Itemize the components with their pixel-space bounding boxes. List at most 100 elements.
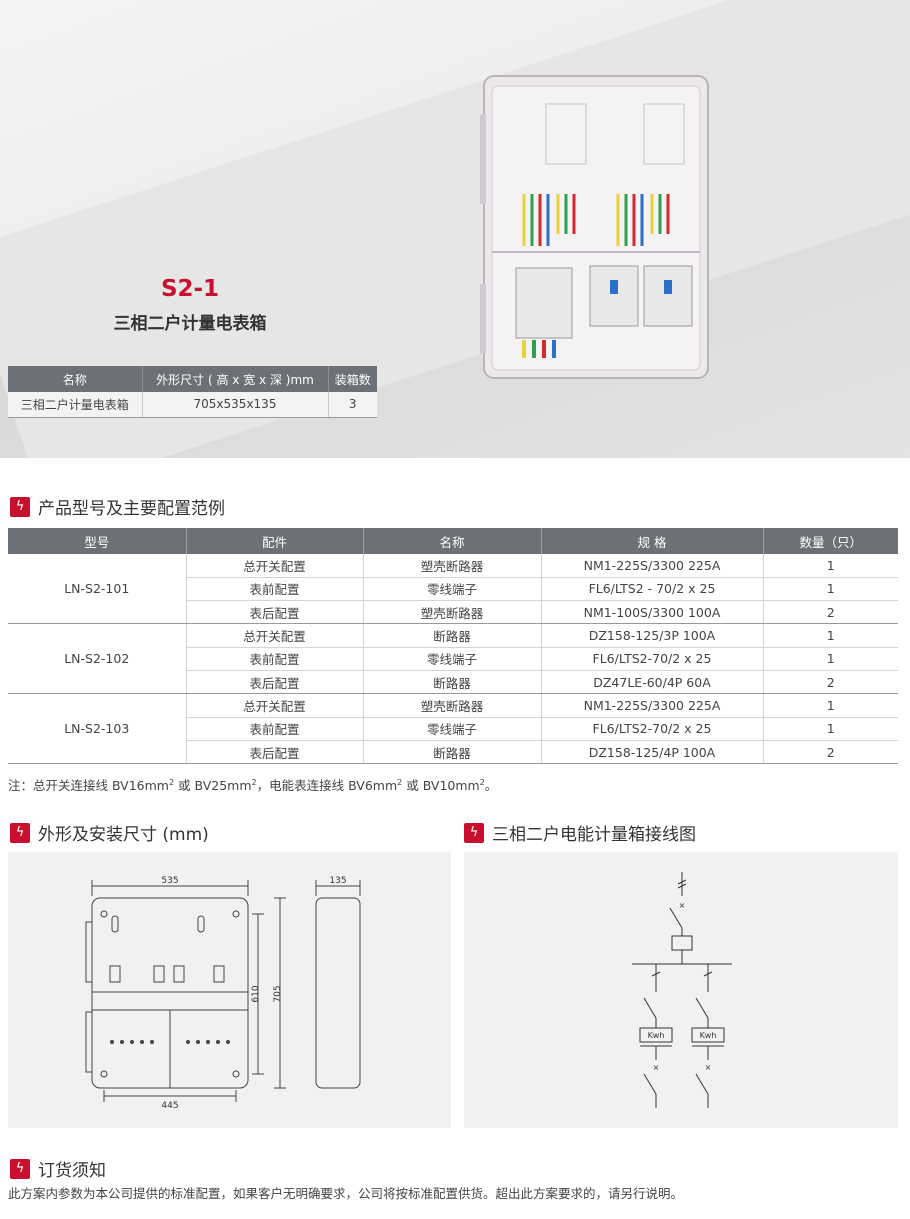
lightning-icon: ϟ [10,1158,30,1179]
table-row: 表前配置 零线端子 FL6/LTS2-70/2 x 25 1 [8,717,898,741]
config-section-heading: ϟ 产品型号及主要配置范例 [10,494,225,519]
lightning-icon: ϟ [464,822,484,843]
cfg-header-model: 型号 [8,528,187,554]
cfg-cell: 表后配置 [186,670,364,695]
lightning-icon: ϟ [10,496,30,517]
cfg-cell: 零线端子 [363,717,542,741]
cfg-cell: 2 [763,670,898,695]
cfg-cell: FL6/LTS2 - 70/2 x 25 [541,577,764,602]
wiring-diagram: × × × Kwh Kwh [632,872,732,1108]
cfg-header-spec: 规 格 [541,528,764,554]
spec-cell-qty: 3 [328,392,377,418]
spec-header-qty: 装箱数 [328,366,377,392]
order-section-heading: ϟ 订货须知 [10,1156,106,1181]
cfg-cell: 总开关配置 [186,693,364,718]
cfg-cell: 表后配置 [186,600,364,625]
table-row: 表后配置 塑壳断路器 NM1-100S/3300 100A 2 [8,600,898,625]
wiring-note: 注：总开关连接线 BV16mm2 或 BV25mm2，电能表连接线 BV6mm2… [8,775,497,794]
table-row: LN-S2-102 总开关配置 断路器 DZ158-125/3P 100A 1 [8,623,898,695]
cfg-cell: FL6/LTS2-70/2 x 25 [541,717,764,741]
wiring-section-heading: ϟ 三相二户电能计量箱接线图 [464,820,696,845]
order-section-title: 订货须知 [38,1161,106,1181]
svg-text:×: × [679,901,686,910]
meter-label: Kwh [700,1031,717,1040]
product-image [480,74,712,380]
spec-cell-size: 705x535x135 [142,392,329,418]
cfg-cell: FL6/LTS2-70/2 x 25 [541,647,764,671]
cfg-cell: 总开关配置 [186,554,364,578]
cfg-cell: 2 [763,600,898,625]
cfg-model: LN-S2-103 [8,693,187,765]
config-table: 型号 配件 名称 规 格 数量（只） LN-S2-101 总开关配置 塑壳断路器… [8,528,898,765]
cfg-cell: DZ158-125/4P 100A [541,740,764,765]
note-part: 或 BV25mm [174,778,252,793]
table-row: LN-S2-103 总开关配置 塑壳断路器 NM1-225S/3300 225A… [8,693,898,765]
dimension-drawing-panel: 535 135 445 610 705 [8,852,451,1128]
cfg-cell: 表前配置 [186,647,364,671]
spec-header-size: 外形尺寸 ( 高 x 宽 x 深 )mm [142,366,329,392]
spec-header-name: 名称 [8,366,143,392]
note-part: 注：总开关连接线 BV16mm [8,778,169,793]
dim-bottom: 445 [161,1101,178,1111]
table-row: 表后配置 断路器 DZ47LE-60/4P 60A 2 [8,670,898,695]
note-part: 。 [484,778,498,793]
cfg-cell: DZ47LE-60/4P 60A [541,670,764,695]
note-sup: 2 [168,777,175,787]
cfg-header-name: 名称 [363,528,542,554]
dimension-section-heading: ϟ 外形及安装尺寸 (mm) [10,820,209,845]
spec-table: 名称 外形尺寸 ( 高 x 宽 x 深 )mm 装箱数 三相二户计量电表箱 70… [8,366,377,418]
note-part: ，电能表连接线 BV6mm [256,778,398,793]
cfg-cell: NM1-100S/3300 100A [541,600,764,625]
table-row: 表后配置 断路器 DZ158-125/4P 100A 2 [8,740,898,765]
note-sup: 2 [479,777,485,787]
cfg-cell: 1 [763,623,898,648]
table-row: 表前配置 零线端子 FL6/LTS2-70/2 x 25 1 [8,647,898,671]
cfg-cell: 塑壳断路器 [363,600,542,625]
cfg-model: LN-S2-101 [8,554,187,625]
cfg-header-part: 配件 [186,528,364,554]
meter-label: Kwh [648,1031,665,1040]
dimension-drawing: 535 135 445 610 705 [85,876,361,1111]
svg-text:×: × [705,1063,712,1072]
cfg-cell: 断路器 [363,670,542,695]
cfg-cell: 1 [763,647,898,671]
lightning-icon: ϟ [10,822,30,843]
wiring-section-title: 三相二户电能计量箱接线图 [492,825,696,845]
dim-height: 705 [273,985,283,1002]
note-sup: 2 [397,777,403,787]
dim-height-inner: 610 [251,985,261,1002]
model-name: 三相二户计量电表箱 [113,314,267,334]
cfg-cell: 断路器 [363,623,542,648]
dim-width: 535 [161,876,178,886]
cfg-cell: NM1-225S/3300 225A [541,693,764,718]
table-row: LN-S2-101 总开关配置 塑壳断路器 NM1-225S/3300 225A… [8,554,898,625]
wiring-diagram-panel: × × × Kwh Kwh [464,852,898,1128]
cfg-cell: 总开关配置 [186,623,364,648]
dimension-section-title: 外形及安装尺寸 (mm) [38,825,209,845]
cfg-cell: DZ158-125/3P 100A [541,623,764,648]
note-sup: 2 [251,777,257,787]
cfg-cell: 塑壳断路器 [363,554,542,578]
svg-text:×: × [653,1063,660,1072]
model-code: S2-1 [160,276,220,302]
cfg-model: LN-S2-102 [8,623,187,695]
cfg-cell: 1 [763,717,898,741]
cfg-cell: 表后配置 [186,740,364,765]
spec-cell-name: 三相二户计量电表箱 [8,392,143,418]
cfg-header-qty: 数量（只） [763,528,898,554]
table-row: 表前配置 零线端子 FL6/LTS2 - 70/2 x 25 1 [8,577,898,602]
cfg-cell: 1 [763,577,898,602]
cfg-cell: 塑壳断路器 [363,693,542,718]
config-section-title: 产品型号及主要配置范例 [38,499,225,519]
cfg-cell: 2 [763,740,898,765]
cfg-cell: 表前配置 [186,717,364,741]
dim-depth: 135 [329,876,346,886]
cfg-cell: NM1-225S/3300 225A [541,554,764,578]
cfg-cell: 零线端子 [363,577,542,602]
cfg-cell: 断路器 [363,740,542,765]
cfg-cell: 1 [763,554,898,578]
cfg-cell: 1 [763,693,898,718]
note-part: 或 BV10mm [402,778,480,793]
order-text: 此方案内参数为本公司提供的标准配置，如果客户无明确要求，公司将按标准配置供货。超… [8,1186,684,1201]
cfg-cell: 零线端子 [363,647,542,671]
